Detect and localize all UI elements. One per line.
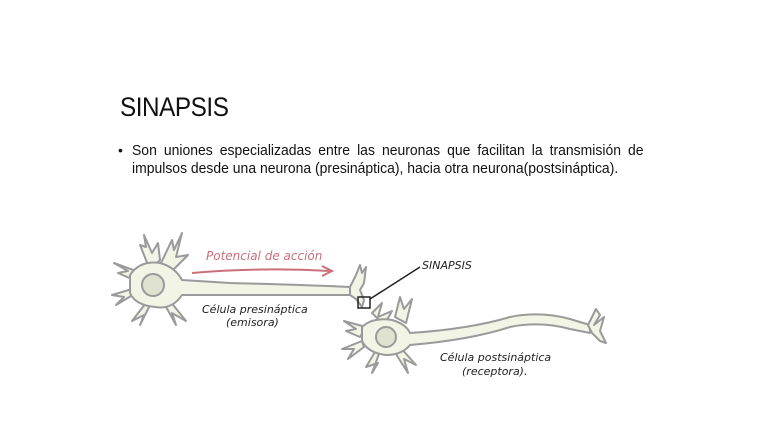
slide-title: SINAPSIS	[120, 92, 229, 122]
action-potential-arrow-icon	[191, 268, 331, 274]
postsynaptic-neuron-icon	[341, 296, 607, 374]
postsynaptic-nucleus-icon	[375, 326, 397, 348]
postsynaptic-sublabel: (receptora).	[462, 365, 527, 378]
synapse-leader-line	[369, 266, 421, 300]
presynaptic-sublabel: (emisora)	[226, 316, 279, 329]
presynaptic-nucleus-icon	[141, 273, 165, 297]
synapse-highlight-box	[357, 296, 371, 309]
postsynaptic-label: Célula postsináptica	[440, 351, 551, 364]
synapse-diagram: Potencial de acción Célula presináptica …	[110, 225, 630, 385]
synapse-label: SINAPSIS	[422, 259, 472, 272]
action-potential-label: Potencial de acción	[206, 249, 322, 263]
bullet-text: Son uniones especializadas entre las neu…	[132, 142, 644, 177]
presynaptic-label: Célula presináptica	[202, 303, 308, 316]
bullet-list: • Son uniones especializadas entre las n…	[118, 142, 644, 178]
bullet-marker: •	[118, 142, 123, 158]
